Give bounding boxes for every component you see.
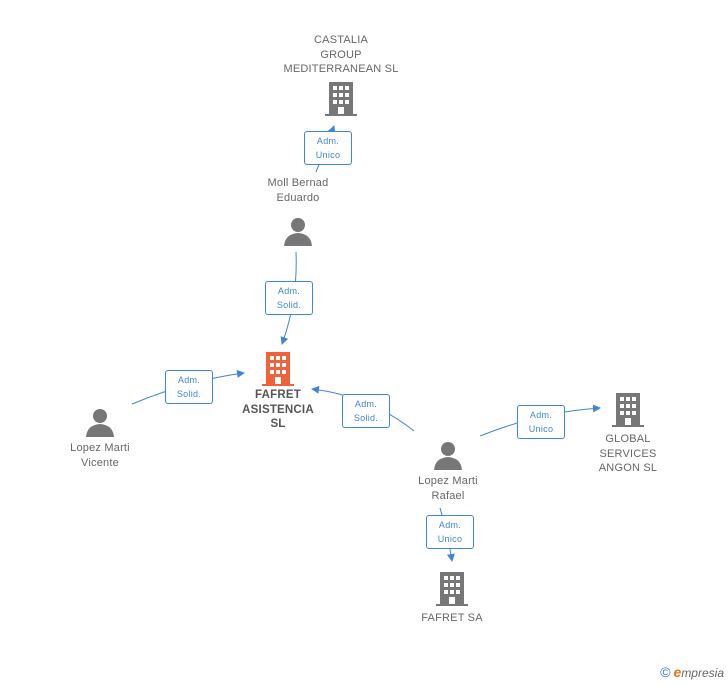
copyright-symbol: ©: [660, 664, 671, 680]
fafret-sa-label: FAFRET SA: [421, 612, 483, 624]
fafret-asistencia-label: FAFRET ASISTENCIA SL: [242, 389, 314, 430]
edge-label-rafael-fafretsa: Adm. Unico: [426, 515, 474, 549]
edge-label-moll-castalia: Adm. Unico: [304, 131, 352, 165]
lopez-rafael-label: Lopez Marti Rafael: [418, 475, 478, 502]
lopez-vicente-label: Lopez Marti Vicente: [70, 442, 130, 469]
global-services-label: GLOBAL SERVICES ANGON SL: [598, 433, 658, 474]
empresia-watermark: © empresia: [660, 664, 724, 680]
empresia-logo: empresia: [673, 664, 724, 680]
edge-label-rafael-global: Adm. Unico: [517, 405, 565, 439]
node-lopez-vicente[interactable]: Lopez Marti Vicente: [52, 407, 148, 470]
edge-label-rafael-fafret: Adm. Solid.: [342, 394, 390, 428]
castalia-label: CASTALIA GROUP MEDITERRANEAN SL: [283, 34, 399, 75]
moll-label: Moll Bernad Eduardo: [267, 177, 329, 204]
building-icon: [325, 81, 357, 116]
building-icon: [262, 352, 294, 386]
node-fafret-asistencia[interactable]: FAFRET ASISTENCIA SL: [232, 352, 324, 432]
building-icon: [436, 572, 468, 606]
edge-label-moll-fafret: Adm. Solid.: [265, 281, 313, 315]
node-lopez-rafael[interactable]: Lopez Marti Rafael: [400, 440, 496, 503]
node-fafret-sa[interactable]: FAFRET SA: [406, 572, 498, 626]
person-icon: [433, 440, 463, 470]
person-icon: [85, 407, 115, 437]
edge-label-vicente-fafret: Adm. Solid.: [165, 370, 213, 404]
node-global-services[interactable]: GLOBAL SERVICES ANGON SL: [582, 393, 674, 476]
node-moll-bernad[interactable]: Moll Bernad Eduardo: [250, 176, 346, 246]
person-icon: [283, 216, 313, 246]
node-castalia-group[interactable]: CASTALIA GROUP MEDITERRANEAN SL: [270, 33, 412, 116]
building-icon: [612, 393, 644, 427]
